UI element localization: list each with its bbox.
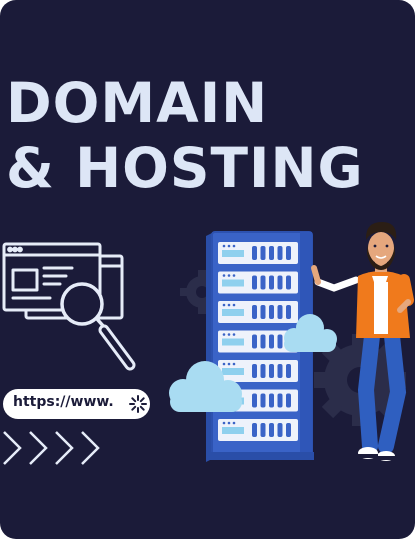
title-line-1: DOMAIN — [6, 71, 269, 135]
rack-unit — [218, 301, 298, 323]
url-bar: https://www. — [3, 389, 150, 419]
url-text: https://www. — [13, 394, 114, 410]
rack-unit — [218, 271, 298, 294]
magnifier-icon — [60, 282, 136, 371]
rack-unit — [218, 330, 298, 353]
rack-unit — [218, 360, 298, 382]
cloud-icon — [169, 361, 242, 412]
rack-unit — [218, 419, 298, 441]
browser-windows-icon — [2, 242, 136, 371]
chevrons-icon — [3, 431, 100, 465]
cloud-icon — [284, 314, 337, 352]
loading-spinner-icon — [129, 395, 147, 413]
rack-unit — [218, 242, 298, 264]
title-line-2: & HOSTING — [6, 136, 364, 200]
person-illustration — [311, 222, 414, 461]
